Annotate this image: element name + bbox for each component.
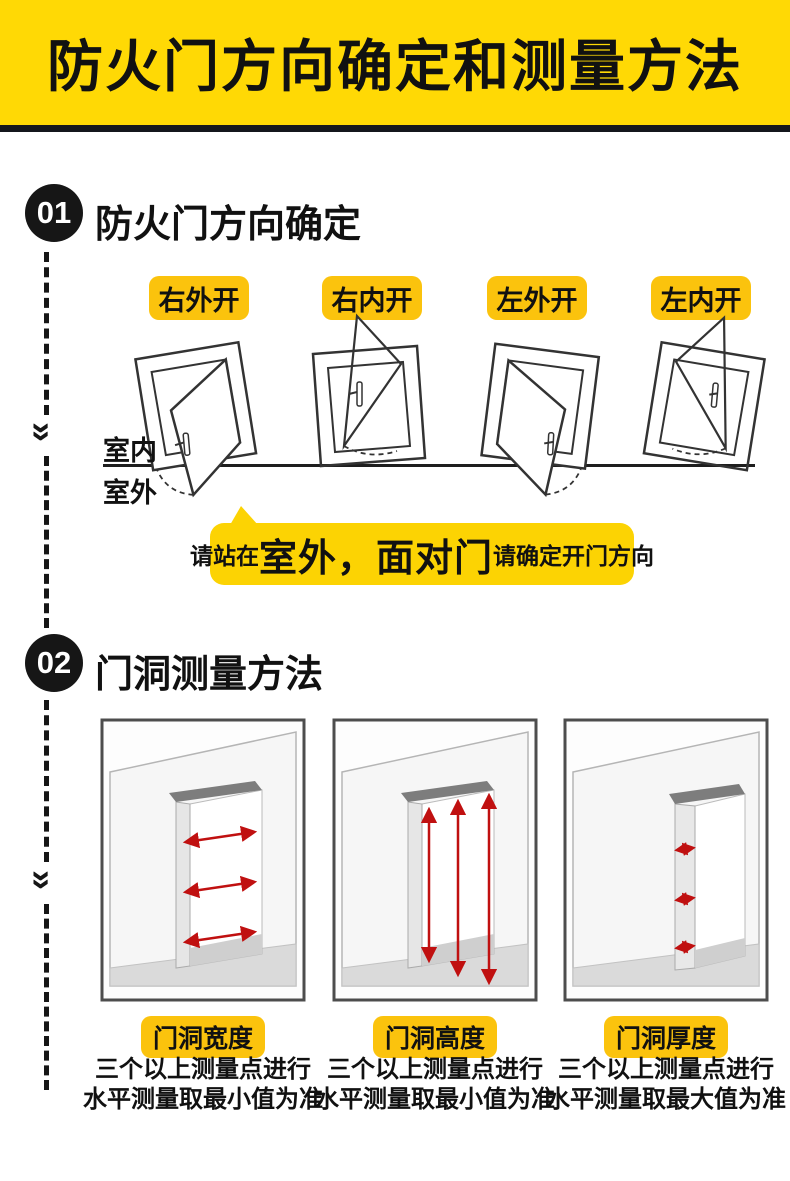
height-label-badge: 门洞高度 — [373, 1016, 497, 1058]
width-caption-line1: 三个以上测量点进行 — [95, 1056, 311, 1083]
section1-title: 防火门方向确定 — [95, 204, 362, 246]
measure-thickness-diagram — [563, 718, 769, 1002]
dashed-line-segment — [44, 252, 49, 415]
double-chevron-down-icon: » — [23, 869, 65, 891]
page-title: 防火门方向确定和测量方法 — [47, 35, 743, 98]
outdoor-label: 室外 — [103, 478, 157, 508]
thickness-label-badge: 门洞厚度 — [604, 1016, 728, 1058]
section1-number-badge: 01 — [25, 184, 83, 242]
indoor-label: 室内 — [103, 436, 157, 466]
title-banner: 防火门方向确定和测量方法 — [0, 0, 790, 125]
height-caption-line2: 水平测量取最小值为准 — [315, 1086, 555, 1113]
tip-bubble: 请站在 室外，面对门 请确定开门方向 — [190, 506, 654, 585]
tip-suffix: 请确定开门方向 — [493, 543, 655, 569]
tip-bubble-tail — [230, 506, 258, 525]
thickness-caption-line1: 三个以上测量点进行 — [558, 1056, 774, 1083]
measure-height-diagram — [332, 718, 538, 1002]
door-diagram-left-inward — [642, 315, 766, 472]
door-label-left-inward: 左内开 — [651, 276, 751, 320]
width-caption-line2: 水平测量取最小值为准 — [83, 1086, 323, 1113]
banner-divider — [0, 125, 790, 132]
thickness-caption-line2: 水平测量取最大值为准 — [546, 1086, 786, 1113]
door-diagram-left-outward — [480, 342, 601, 498]
section2-number-badge: 02 — [25, 634, 83, 692]
door-diagram-right-inward — [311, 313, 427, 468]
dashed-line-segment — [44, 456, 49, 628]
tip-highlight: 室外，面对门 — [259, 537, 494, 580]
section2-number: 02 — [36, 645, 72, 680]
door-label-left-outward: 左外开 — [487, 276, 587, 320]
section1-number: 01 — [36, 195, 72, 230]
door-label-right-inward: 右内开 — [322, 276, 422, 320]
section2-title: 门洞测量方法 — [95, 654, 324, 696]
dashed-line-segment — [44, 700, 49, 862]
tip-prefix: 请站在 — [190, 543, 259, 569]
height-caption-line1: 三个以上测量点进行 — [327, 1056, 543, 1083]
measure-width-diagram — [100, 718, 306, 1002]
dashed-line-segment — [44, 904, 49, 1090]
door-label-right-outward: 右外开 — [149, 276, 249, 320]
door-diagram-right-outward — [134, 340, 258, 498]
double-chevron-down-icon: » — [23, 421, 65, 443]
width-label-badge: 门洞宽度 — [141, 1016, 265, 1058]
indoor-outdoor-divider-line — [103, 464, 755, 467]
